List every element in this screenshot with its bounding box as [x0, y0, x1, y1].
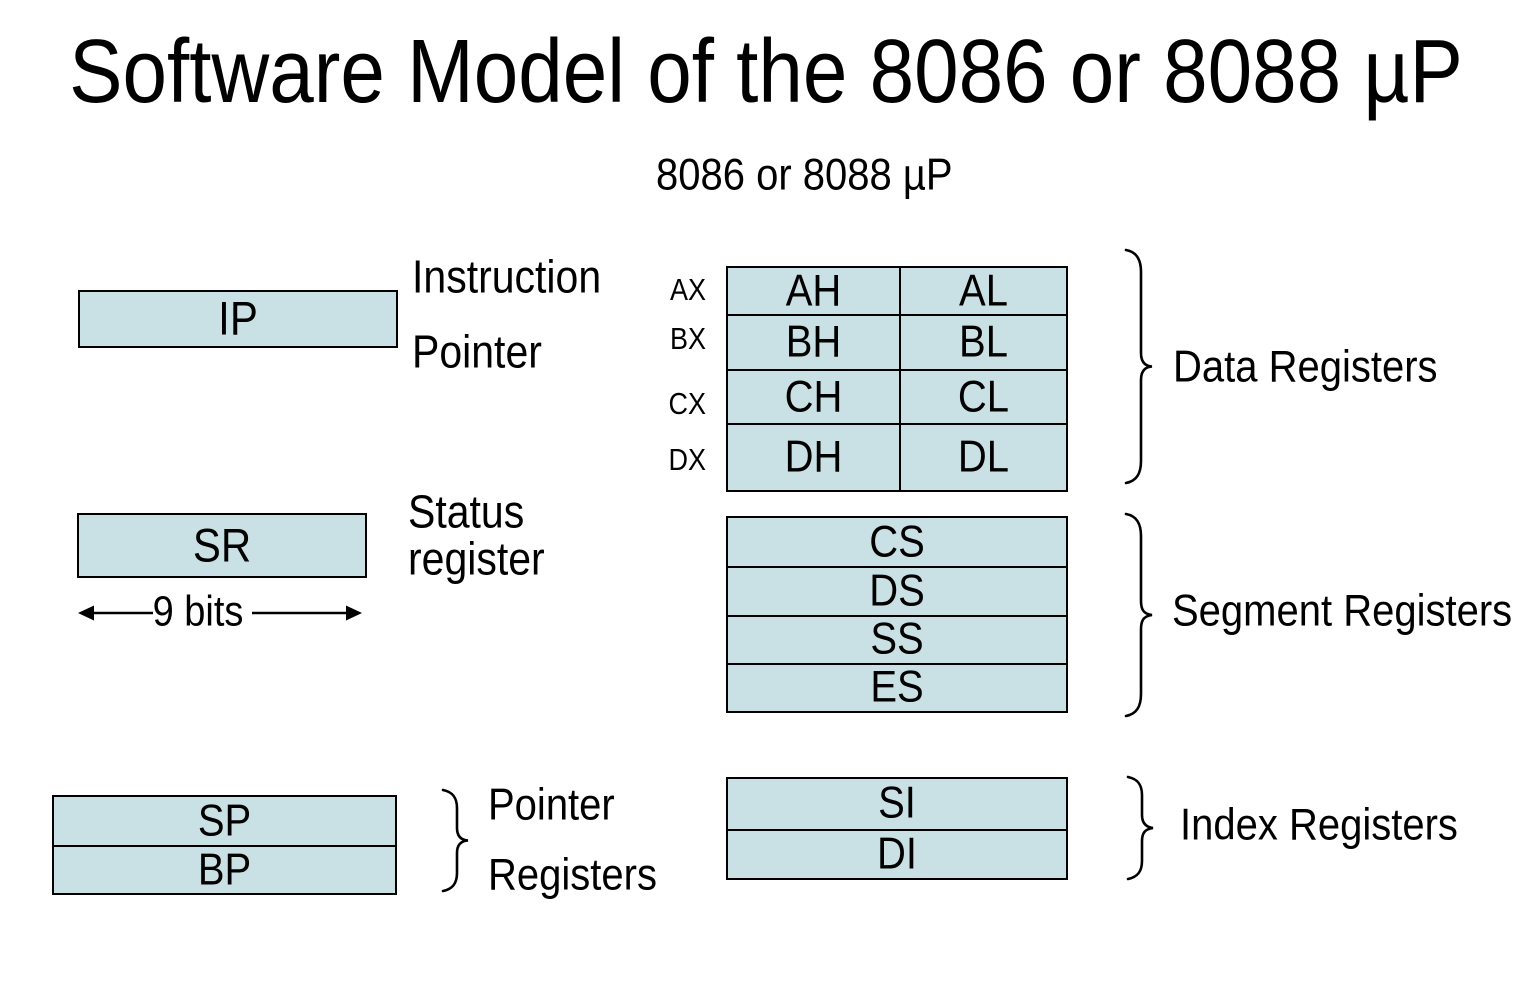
index-registers-group-label: Index Registers [1180, 800, 1458, 850]
segment-registers-brace-icon [1124, 512, 1153, 718]
pointer-registers-table: SP BP [52, 795, 397, 895]
register-cell-cs: CS [869, 516, 925, 567]
register-cell-si: SI [878, 778, 916, 828]
data-row-name-cx: CX [668, 387, 706, 421]
status-register-caption-line1: Status [408, 486, 525, 538]
data-row-name-ax: AX [669, 273, 706, 307]
register-cell-bp: BP [54, 845, 395, 894]
segment-registers-table: CS DS SS ES [726, 516, 1068, 713]
register-cell-sp: SP [197, 795, 252, 846]
register-cell-dh: DH [728, 423, 899, 490]
segment-registers-group-label: Segment Registers [1172, 586, 1513, 636]
register-cell-al: AL [899, 266, 1066, 315]
register-cell-ah: AH [785, 265, 842, 316]
slide-subtitle: 8086 or 8088 µP [656, 150, 953, 200]
nine-bits-label: 9 bits [152, 588, 244, 636]
index-registers-table: SI DI [726, 777, 1068, 880]
register-cell-es: ES [728, 663, 1066, 712]
register-cell-ds: DS [728, 566, 1066, 615]
register-cell-cl: CL [899, 369, 1066, 423]
ip-register-box: IP [78, 290, 398, 348]
register-cell-di: DI [728, 828, 1066, 878]
register-cell-bl: BL [899, 314, 1066, 369]
data-row-name-bx: BX [669, 322, 706, 356]
register-cell-dl: DL [899, 423, 1066, 490]
register-cell-ss: SS [728, 614, 1066, 664]
data-registers-table: AH AL BH BL CH CL DH DL [726, 266, 1068, 492]
index-registers-brace-icon [1126, 775, 1154, 881]
register-cell-ch: CH [728, 369, 899, 423]
pointer-registers-group-label-line2: Registers [488, 850, 657, 900]
status-register-label: SR [192, 518, 252, 572]
status-register-caption-line2: register [408, 533, 545, 585]
instruction-pointer-caption-line2: Pointer [412, 326, 542, 378]
ip-register-label: IP [218, 292, 258, 345]
nine-bits-width-arrow-icon [78, 605, 362, 621]
slide-title: Software Model of the 8086 or 8088 µP [69, 21, 1463, 122]
pointer-registers-brace-icon [441, 788, 469, 893]
register-cell-bh: BH [728, 314, 899, 369]
data-row-name-dx: DX [668, 443, 706, 477]
status-register-box: SR [77, 513, 367, 578]
pointer-registers-group-label-line1: Pointer [488, 780, 615, 830]
instruction-pointer-caption-line1: Instruction [412, 251, 602, 303]
data-registers-brace-icon [1124, 248, 1153, 485]
data-registers-group-label: Data Registers [1173, 342, 1438, 392]
